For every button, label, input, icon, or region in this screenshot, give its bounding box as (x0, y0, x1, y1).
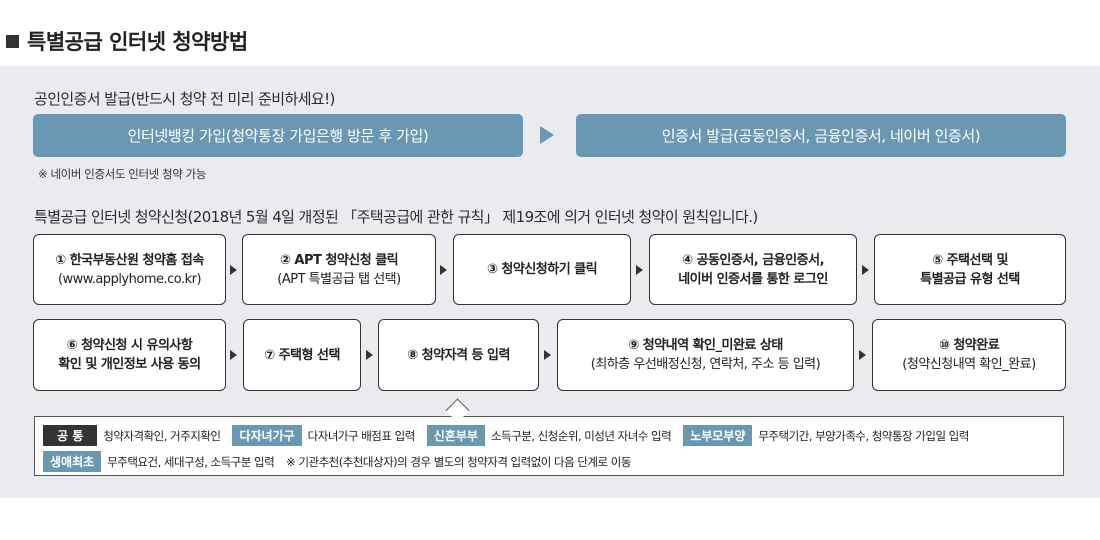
step-1-line2: (www.applyhome.co.kr) (57, 271, 202, 287)
step-2: ② APT 청약신청 클릭 (APT 특별공급 탭 선택) (242, 234, 436, 305)
step-7: ⑦ 주택형 선택 (243, 319, 361, 391)
step-arrow-icon (859, 350, 866, 360)
step-8: ⑧ 청약자격 등 입력 (378, 319, 539, 391)
step-5-line1: ⑤ 주택선택 및 (932, 252, 1008, 268)
cert-section-heading: 공인인증서 발급(반드시 청약 전 미리 준비하세요!) (34, 90, 335, 108)
step-arrow-icon (440, 265, 447, 275)
step-4: ④ 공동인증서, 금융인증서, 네이버 인증서를 통한 로그인 (649, 234, 857, 305)
step-10-line2: (청약신청내역 확인_완료) (902, 357, 1036, 372)
step-4-line1: ④ 공동인증서, 금융인증서, (681, 252, 825, 268)
legend-desc-multichild: 다자녀가구 배점표 입력 (307, 428, 416, 443)
legend-desc-common: 청약자격확인, 거주지확인 (103, 428, 221, 443)
legend-tag-elderly-support: 노부모부양 (683, 425, 753, 446)
step-9-line2: (최하층 우선배정신청, 연락처, 주소 등 입력) (590, 357, 821, 372)
step-2-line2: (APT 특별공급 탭 선택) (277, 271, 401, 287)
certificate-issue-step: 인증서 발급(공동인증서, 금융인증서, 네이버 인증서) (576, 114, 1066, 157)
step-arrow-icon (230, 265, 237, 275)
naver-cert-note: ※ 네이버 인증서도 인터넷 청약 가능 (38, 167, 207, 181)
step-4-line2: 네이버 인증서를 통한 로그인 (678, 271, 828, 287)
legend-tag-newlywed: 신혼부부 (426, 425, 485, 446)
legend-tag-multichild: 다자녀가구 (232, 425, 302, 446)
page-title-text: 특별공급 인터넷 청약방법 (27, 30, 248, 54)
legend-row-1: 공 통 청약자격확인, 거주지확인 다자녀가구 다자녀가구 배점표 입력 신혼부… (43, 425, 981, 446)
step-6-line2: 확인 및 개인정보 사용 동의 (58, 357, 201, 372)
step-arrow-icon (366, 350, 373, 360)
step-5-line2: 특별공급 유형 선택 (920, 271, 1020, 287)
step-3-line1: ③ 청약신청하기 클릭 (486, 262, 598, 277)
step-2-line1: ② APT 청약신청 클릭 (279, 252, 399, 268)
internet-banking-step: 인터넷뱅킹 가입(청약통장 가입은행 방문 후 가입) (33, 114, 523, 157)
step-7-line1: ⑦ 주택형 선택 (264, 347, 340, 363)
right-arrow-icon (540, 126, 554, 144)
apply-section-heading: 특별공급 인터넷 청약신청(2018년 5월 4일 개정된 「주택공급에 관한 … (34, 208, 758, 226)
step-10: ⑩ 청약완료 (청약신청내역 확인_완료) (872, 319, 1066, 391)
step-arrow-icon (862, 265, 869, 275)
step-arrow-icon (636, 265, 643, 275)
legend-desc-newlywed: 소득구분, 신청순위, 미성년 자녀수 입력 (490, 428, 672, 443)
legend-desc-first-time: 무주택요건, 세대구성, 소득구분 입력 (107, 454, 275, 469)
legend-row-2: 생애최초 무주택요건, 세대구성, 소득구분 입력 ※ 기관추천(추천대상자)의… (43, 451, 631, 472)
step-5: ⑤ 주택선택 및 특별공급 유형 선택 (874, 234, 1066, 305)
page-title: 특별공급 인터넷 청약방법 (6, 26, 248, 56)
step-9-line1: ⑨ 청약내역 확인_미완료 상태 (628, 338, 783, 353)
legend-tag-first-time: 생애최초 (43, 451, 102, 472)
step-6-line1: ⑥ 청약신청 시 유의사항 (66, 338, 193, 353)
step-3: ③ 청약신청하기 클릭 (453, 234, 631, 305)
step-10-line1: ⑩ 청약완료 (938, 338, 1000, 353)
input-legend-box: 공 통 청약자격확인, 거주지확인 다자녀가구 다자녀가구 배점표 입력 신혼부… (34, 416, 1064, 476)
legend-tag-common: 공 통 (43, 425, 98, 446)
step-arrow-icon (544, 350, 551, 360)
legend-note: ※ 기관추천(추천대상자)의 경우 별도의 청약자격 입력없이 다음 단계로 이… (286, 454, 631, 469)
step-9: ⑨ 청약내역 확인_미완료 상태 (최하층 우선배정신청, 연락처, 주소 등 … (557, 319, 854, 391)
step-arrow-icon (230, 350, 237, 360)
step-1: ① 한국부동산원 청약홈 접속 (www.applyhome.co.kr) (33, 234, 226, 305)
title-bullet-icon (6, 34, 19, 48)
step-6: ⑥ 청약신청 시 유의사항 확인 및 개인정보 사용 동의 (33, 319, 226, 391)
step-8-line1: ⑧ 청약자격 등 입력 (407, 347, 510, 363)
step-1-line1: ① 한국부동산원 청약홈 접속 (55, 252, 204, 268)
legend-desc-elderly-support: 무주택기간, 부양가족수, 청약통장 가입일 입력 (758, 428, 969, 443)
